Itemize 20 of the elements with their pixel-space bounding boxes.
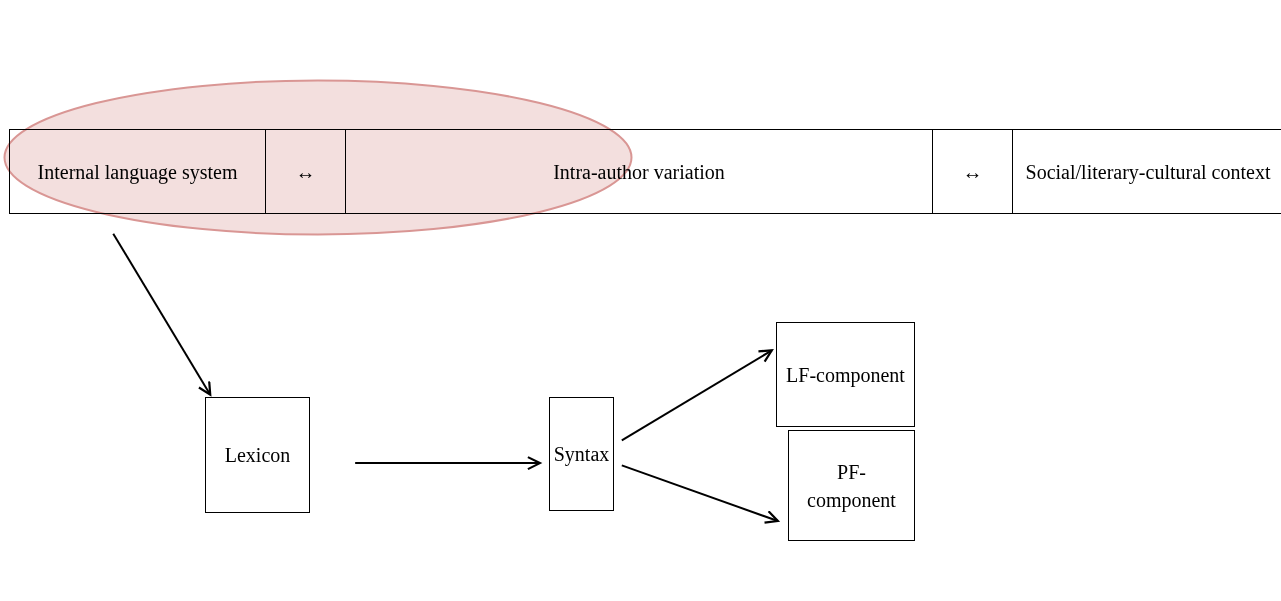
box-label: ↔ [295, 159, 316, 185]
box-label: Lexicon [224, 443, 291, 468]
component-box [788, 430, 915, 541]
component-box [549, 397, 614, 511]
arrow [112, 232, 212, 396]
box-label: Internal language system [37, 159, 238, 186]
arrow [620, 349, 773, 442]
box-label: PF-component [806, 459, 897, 514]
box-label: LF-component [786, 362, 905, 389]
box-label: Intra-author variation [553, 159, 725, 185]
box-label: ↔ [962, 159, 983, 185]
component-box [205, 397, 310, 513]
table-cell [932, 129, 1013, 214]
box-label: Syntax [553, 442, 610, 468]
box-label: Social/literary-cultural context [1025, 159, 1271, 186]
component-box [776, 322, 915, 427]
table-cell [345, 129, 933, 214]
table-cell [1012, 129, 1281, 214]
arrow [620, 464, 779, 524]
arrow [354, 456, 541, 471]
